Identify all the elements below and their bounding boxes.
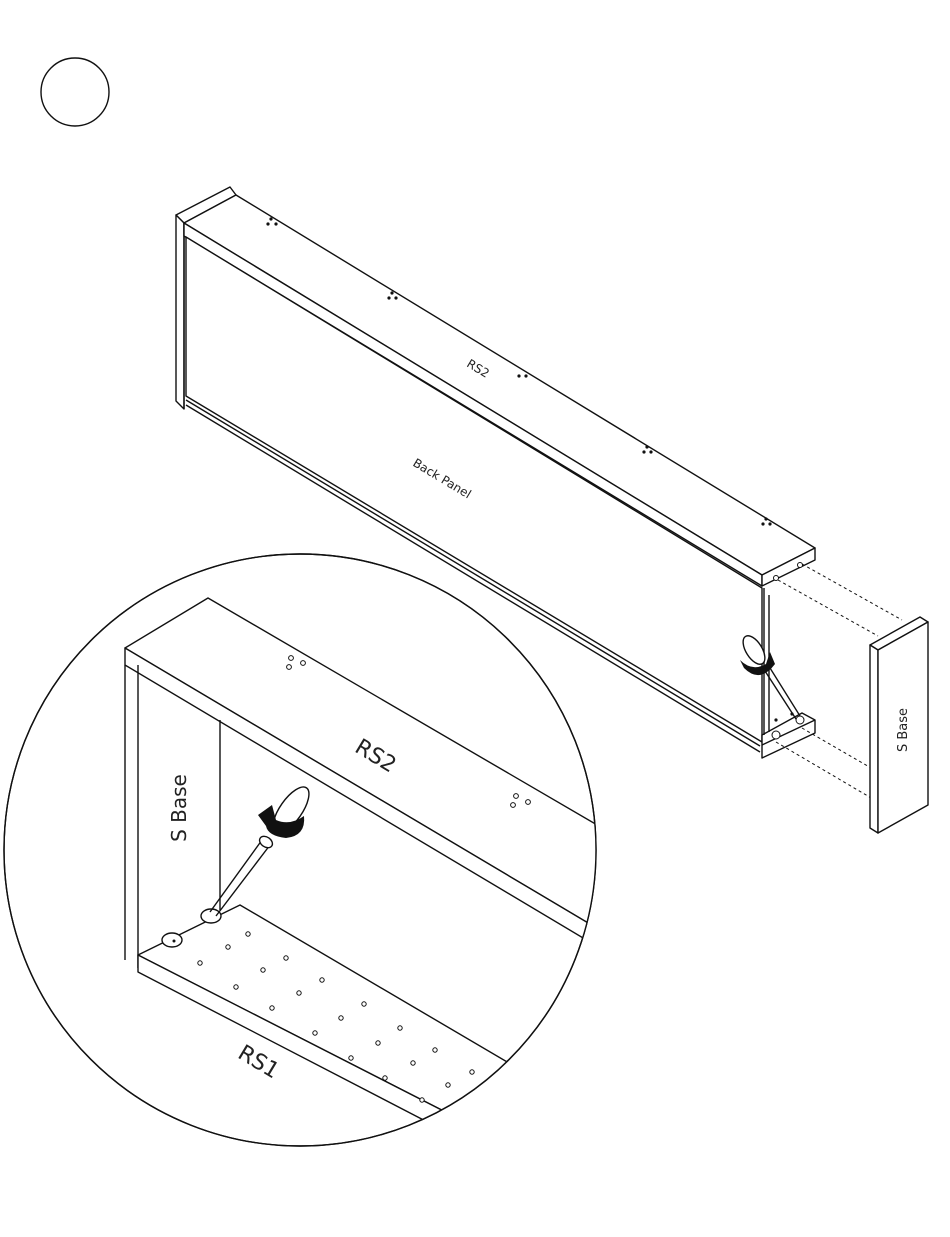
detail-label-s-base: S Base bbox=[167, 774, 191, 842]
detail-magnifier: RS2 S Base RS1 bbox=[4, 554, 640, 1170]
rs1-bottom-panel bbox=[762, 712, 815, 758]
label-s-base: S Base bbox=[896, 708, 911, 752]
step-marker bbox=[41, 58, 109, 126]
